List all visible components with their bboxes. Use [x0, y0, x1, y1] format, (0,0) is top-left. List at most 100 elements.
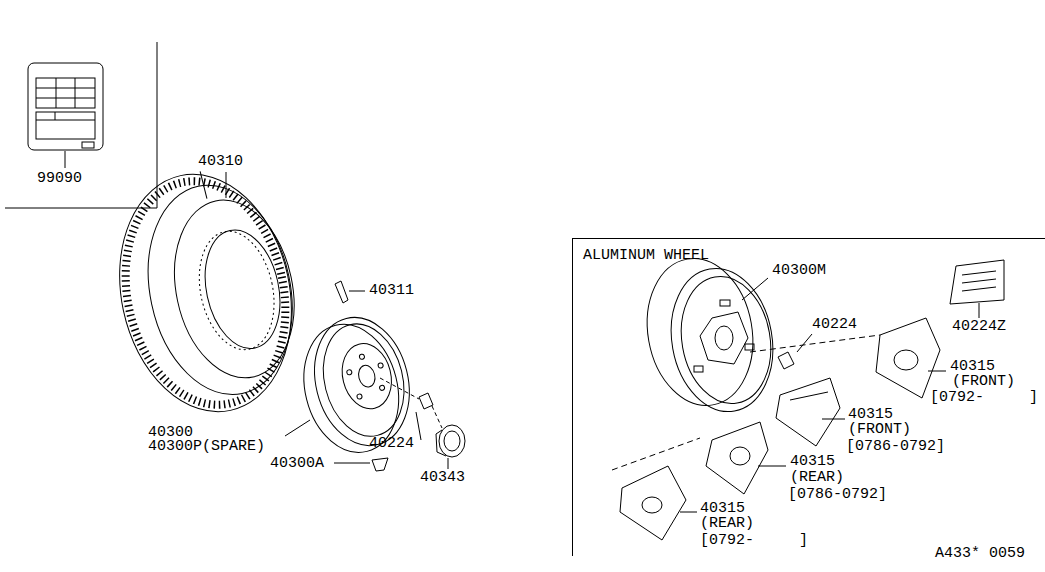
wheel-nut — [380, 378, 419, 399]
dash-lines — [750, 335, 880, 352]
center-cap — [790, 392, 828, 400]
dash-lines — [612, 335, 880, 470]
wheel-nut — [380, 378, 442, 440]
center-cap — [876, 318, 946, 398]
label-sheet — [28, 63, 103, 150]
callout-number: 40300 — [148, 425, 193, 440]
callout-number: (REAR) — [700, 516, 754, 531]
steel-wheel — [359, 354, 365, 360]
sheet-frame — [5, 42, 157, 208]
label-sheet — [82, 142, 94, 148]
aluminum-wheel — [636, 250, 764, 414]
valve — [335, 281, 365, 303]
label-sheet — [75, 78, 76, 108]
center-cap — [706, 422, 768, 494]
callout-number: 40315 — [700, 501, 745, 516]
label-sheet — [36, 120, 95, 121]
steel-wheel — [378, 362, 384, 368]
label-sticker — [962, 287, 996, 291]
tire — [98, 158, 315, 428]
label-sheet — [36, 98, 95, 99]
callout-number: 40343 — [420, 470, 465, 485]
wheel-nut — [432, 406, 442, 428]
wheel-nut — [416, 412, 421, 440]
wheel-nut — [419, 393, 433, 409]
valve — [349, 291, 365, 292]
label-sheet — [55, 112, 56, 120]
hub-cap — [436, 425, 465, 469]
center-cap — [758, 466, 786, 467]
steel-wheel — [379, 385, 385, 391]
panel-heading: ALUMINUM WHEEL — [583, 248, 709, 263]
center-cap — [730, 447, 750, 465]
steel-wheel — [290, 307, 423, 462]
center-cap — [706, 422, 786, 494]
hub-cap — [439, 425, 465, 457]
center-cap — [876, 318, 940, 398]
aluminum-wheel — [636, 250, 784, 419]
tire — [98, 158, 312, 428]
aluminum-wheel — [700, 312, 748, 364]
callout-number: 40315 — [848, 407, 893, 422]
aluminum-wheel — [715, 326, 733, 350]
label-sheet — [36, 112, 95, 139]
aluminum-wheel — [660, 260, 783, 419]
callout-number: 40224 — [812, 317, 857, 332]
leader-line — [285, 420, 310, 436]
center-cap — [928, 371, 946, 372]
callout-number: (FRONT) — [848, 422, 911, 437]
center-cap — [822, 419, 845, 420]
balance-weight — [334, 458, 388, 471]
wheel-nut — [797, 334, 812, 352]
label-sheet — [36, 78, 95, 108]
balance-weight — [372, 458, 388, 471]
label-sticker — [979, 303, 980, 318]
label-sheet — [56, 78, 57, 108]
label-sheet — [36, 88, 95, 89]
callout-number: (REAR) — [790, 470, 844, 485]
center-cap — [620, 466, 697, 540]
leader-line — [226, 172, 227, 198]
callout-number: [0792- ] — [700, 533, 808, 548]
aluminum-wheel — [694, 366, 703, 372]
tire — [189, 224, 284, 356]
dash-lines — [612, 438, 700, 470]
callout-number: 40300A — [270, 456, 324, 471]
callout-number: (FRONT) — [952, 374, 1015, 389]
steel-wheel — [302, 307, 423, 455]
callout-number: 99090 — [37, 171, 82, 186]
aluminum-wheel — [720, 300, 730, 306]
label-sticker — [950, 260, 1004, 318]
hub-cap — [444, 431, 460, 451]
aluminum-wheel — [742, 278, 768, 300]
valve — [335, 281, 348, 303]
steel-wheel — [312, 315, 415, 444]
steel-wheel — [356, 394, 362, 400]
tire — [159, 189, 310, 389]
callout-number: 40315 — [790, 454, 835, 469]
sheet-frame — [157, 42, 158, 208]
label-sticker — [950, 260, 1004, 304]
steel-wheel — [336, 338, 399, 414]
wheel-nut — [778, 352, 794, 369]
aluminum-wheel — [745, 344, 754, 350]
figure-code: A433* 0059 — [935, 546, 1025, 561]
callout-number: 40311 — [369, 283, 414, 298]
callout-number: [0792- ] — [930, 390, 1038, 405]
tire — [130, 172, 311, 408]
balance-weight — [334, 463, 370, 464]
callout-number: [0786-0792] — [846, 439, 945, 454]
callout-number: 40310 — [198, 154, 243, 169]
callout-number: [0786-0792] — [788, 487, 887, 502]
label-sheet — [65, 151, 66, 168]
label-sticker — [962, 279, 996, 283]
label-sticker — [962, 271, 996, 275]
aluminum-wheel — [672, 269, 781, 410]
callout-number: 40300M — [772, 263, 826, 278]
label-sheet — [28, 63, 103, 168]
wheel-nut — [778, 334, 812, 369]
center-cap — [894, 350, 918, 370]
callout-number: 40300P(SPARE) — [148, 439, 265, 454]
